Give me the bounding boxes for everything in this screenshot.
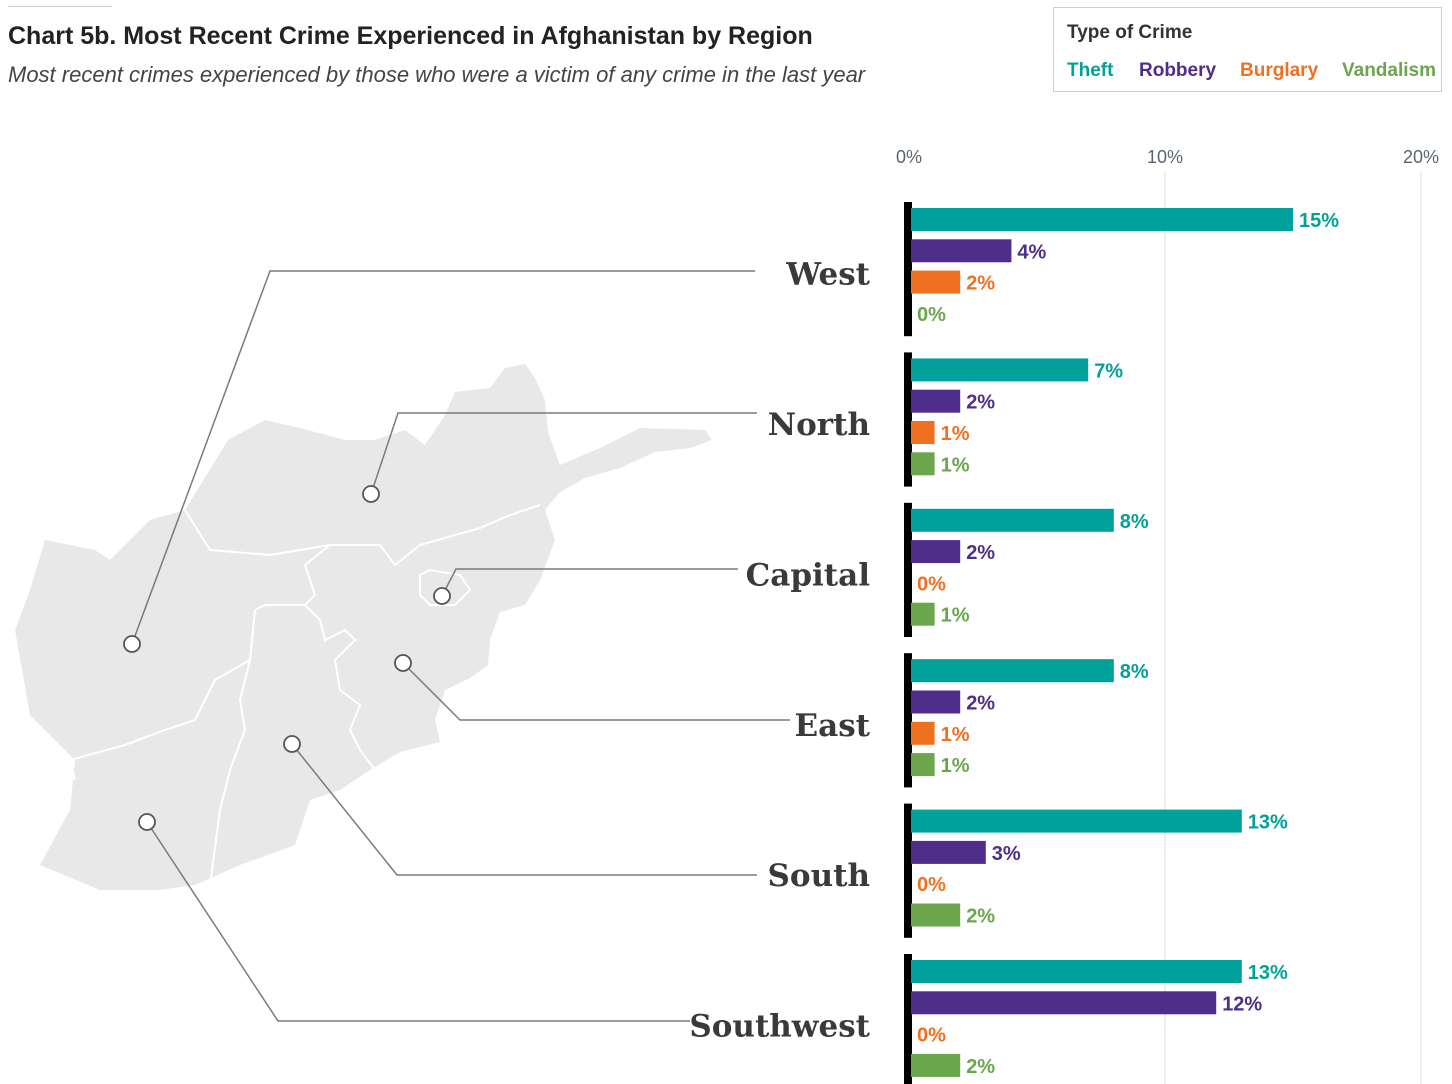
bar-capital-robbery [911, 540, 961, 564]
bar-west-robbery [911, 239, 1012, 263]
value-label-north-vandalism: 1% [941, 454, 970, 476]
value-label-east-burglary: 1% [941, 724, 970, 746]
region-label-capital: Capital [746, 557, 870, 593]
value-label-north-burglary: 1% [941, 423, 970, 445]
connector-south [291, 743, 757, 876]
category-axis-bars [904, 202, 912, 1084]
legend-item-vandalism: Vandalism [1342, 60, 1436, 81]
value-label-southwest-vandalism: 2% [966, 1056, 995, 1078]
bar-east-robbery [911, 690, 961, 714]
value-label-southwest-burglary: 0% [917, 1025, 946, 1047]
region-label-southwest: Southwest [689, 1009, 870, 1045]
bar-capital-theft [911, 508, 1114, 532]
marker-southwest [138, 813, 156, 831]
chart-title: Chart 5b. Most Recent Crime Experienced … [8, 22, 813, 50]
marker-north [362, 485, 380, 503]
connector-north [370, 412, 757, 495]
legend-item-burglary: Burglary [1240, 60, 1319, 81]
value-label-capital-robbery: 2% [966, 542, 995, 564]
x-tick-label: 20% [1403, 147, 1439, 167]
value-label-capital-theft: 8% [1120, 511, 1149, 533]
bar-capital-vandalism [911, 602, 935, 626]
value-labels: 15% 4% 2% 0% 7% 2% 1% 1% 8% 2% 0% 1% 8% 2% 1% 1% 13% 3% 0%… [917, 210, 1339, 1078]
value-label-south-burglary: 0% [917, 874, 946, 896]
marker-south [283, 735, 301, 753]
value-label-capital-burglary: 0% [917, 573, 946, 595]
bar-west-burglary [911, 270, 961, 294]
axis-bar-capital [904, 502, 912, 637]
value-label-southwest-theft: 13% [1248, 962, 1288, 984]
region-label-north: North [768, 407, 870, 443]
value-label-south-robbery: 3% [992, 843, 1021, 865]
bars [911, 208, 1293, 1077]
bar-southwest-theft [911, 960, 1242, 983]
bar-north-theft [911, 358, 1089, 382]
region-label-south: South [768, 858, 870, 894]
bar-southwest-robbery [911, 991, 1217, 1015]
axis-bar-west [904, 202, 912, 337]
value-label-west-robbery: 4% [1017, 241, 1046, 263]
value-label-east-theft: 8% [1120, 661, 1149, 683]
marker-capital [433, 587, 451, 605]
map-region-borders [68, 504, 541, 886]
x-axis-ticks: 0% 10% 20% [896, 147, 1439, 167]
region-markers [123, 485, 451, 831]
connector-east [402, 662, 790, 721]
connector-capital [441, 568, 738, 597]
axis-bar-southwest [904, 954, 912, 1084]
region-label-east: East [795, 708, 871, 744]
bar-west-theft [911, 208, 1293, 231]
afghanistan-map [15, 364, 712, 890]
value-label-north-robbery: 2% [966, 392, 995, 414]
value-label-east-vandalism: 1% [941, 755, 970, 777]
value-label-west-burglary: 2% [966, 273, 995, 295]
region-connectors [131, 270, 790, 1022]
value-label-south-theft: 13% [1248, 812, 1288, 834]
marker-east [394, 654, 412, 672]
bar-south-vandalism [911, 903, 961, 927]
axis-bar-east [904, 653, 912, 788]
axis-bar-south [904, 803, 912, 938]
value-label-capital-vandalism: 1% [941, 605, 970, 627]
connector-southwest [146, 821, 690, 1022]
value-label-north-theft: 7% [1094, 360, 1123, 382]
bar-east-vandalism [911, 753, 935, 777]
bar-north-burglary [911, 421, 935, 444]
marker-west [123, 635, 141, 653]
bar-south-robbery [911, 840, 986, 864]
bar-north-vandalism [911, 452, 935, 476]
gridlines [1164, 172, 1422, 1084]
legend-item-robbery: Robbery [1139, 60, 1217, 81]
legend-box: Type of Crime Theft Robbery Burglary Van… [1053, 7, 1442, 92]
value-label-west-vandalism: 0% [917, 304, 946, 326]
bar-north-robbery [911, 389, 961, 413]
value-label-west-theft: 15% [1299, 210, 1339, 232]
x-tick-label: 0% [896, 147, 922, 167]
value-label-east-robbery: 2% [966, 693, 995, 715]
x-tick-label: 10% [1147, 147, 1183, 167]
bar-southwest-vandalism [911, 1053, 961, 1077]
bar-east-theft [911, 659, 1114, 683]
top-rule [8, 6, 112, 7]
connector-west [131, 270, 755, 645]
bar-south-theft [911, 809, 1242, 833]
chart-subtitle: Most recent crimes experienced by those … [8, 62, 866, 87]
value-label-southwest-robbery: 12% [1222, 993, 1262, 1015]
map-country-shape [15, 364, 712, 890]
legend-item-theft: Theft [1067, 60, 1114, 81]
axis-bar-north [904, 352, 912, 487]
value-label-south-vandalism: 2% [966, 906, 995, 928]
bar-east-burglary [911, 721, 935, 745]
region-label-west: West [785, 257, 870, 293]
legend-title: Type of Crime [1067, 22, 1193, 43]
